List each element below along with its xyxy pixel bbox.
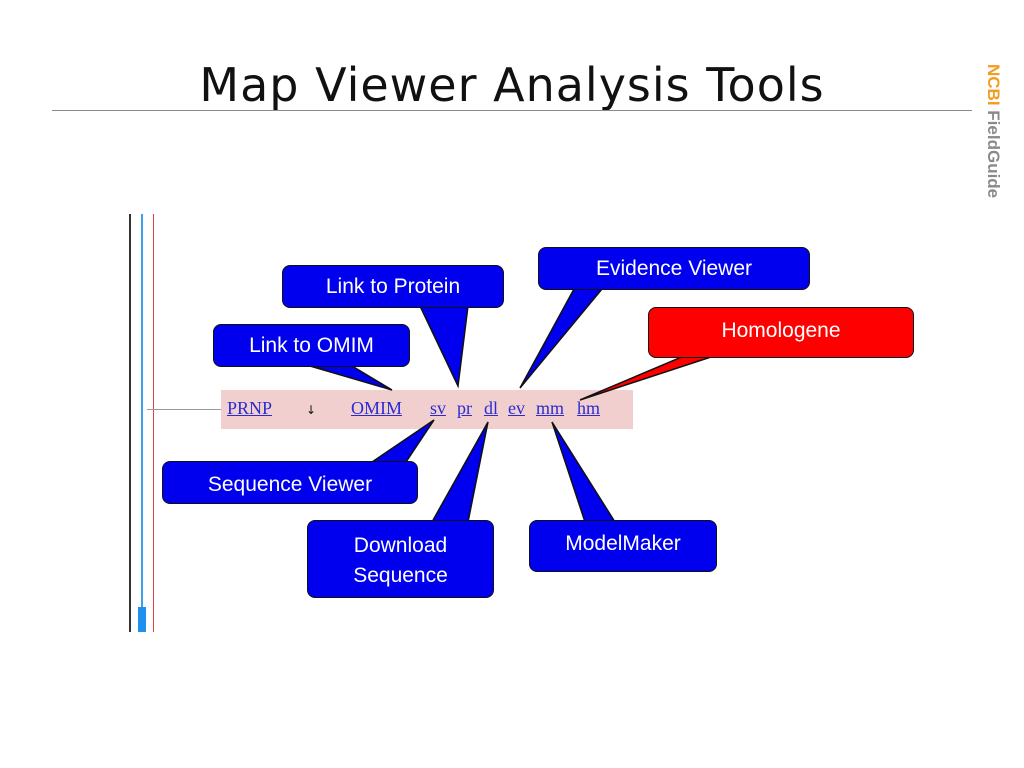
down-arrow-icon[interactable]: ↓: [306, 403, 317, 417]
chromosome-track-line-blue: [141, 214, 143, 632]
chromosome-track-line-red: [153, 214, 154, 632]
link-hm[interactable]: hm: [577, 398, 601, 418]
link-mm[interactable]: mm: [536, 398, 565, 418]
callout-evidence-viewer: Evidence Viewer: [538, 247, 810, 290]
callout-link-to-omim: Link to OMIM: [213, 324, 410, 367]
tail-link-to-protein: [418, 305, 469, 389]
tail-link-to-omim: [309, 365, 393, 391]
slide-title: Map Viewer Analysis Tools: [199, 58, 825, 112]
link-dl[interactable]: dl: [484, 398, 499, 418]
tail-download-sequence: [430, 421, 489, 523]
tail-modelmaker: [551, 421, 617, 523]
ncbi-fieldguide-logo: NCBI FieldGuide: [984, 64, 1003, 199]
link-pr[interactable]: pr: [457, 398, 472, 418]
gene-connector-line: [147, 409, 221, 410]
callout-homologene: Homologene: [648, 307, 914, 358]
link-sv[interactable]: sv: [430, 398, 447, 418]
tail-sequence-viewer: [369, 419, 435, 463]
title-divider: [52, 110, 972, 111]
gene-position-marker: [138, 607, 146, 632]
callout-modelmaker: ModelMaker: [529, 520, 717, 572]
gene-link-prnp[interactable]: PRNP: [227, 398, 273, 418]
link-omim[interactable]: OMIM: [351, 398, 403, 418]
callout-download-line2: Sequence: [353, 564, 448, 587]
tail-homologene: [579, 355, 715, 401]
brand-fieldguide: FieldGuide: [984, 110, 1003, 199]
callout-download-line1: Download: [353, 534, 448, 557]
link-ev[interactable]: ev: [508, 398, 525, 418]
callout-sequence-viewer: Sequence Viewer: [162, 461, 418, 504]
callout-link-to-protein: Link to Protein: [282, 265, 504, 308]
brand-ncbi: NCBI: [984, 64, 1003, 106]
gene-row-background: [221, 390, 633, 429]
tail-evidence-viewer: [519, 288, 604, 389]
chromosome-track-line: [129, 214, 131, 632]
